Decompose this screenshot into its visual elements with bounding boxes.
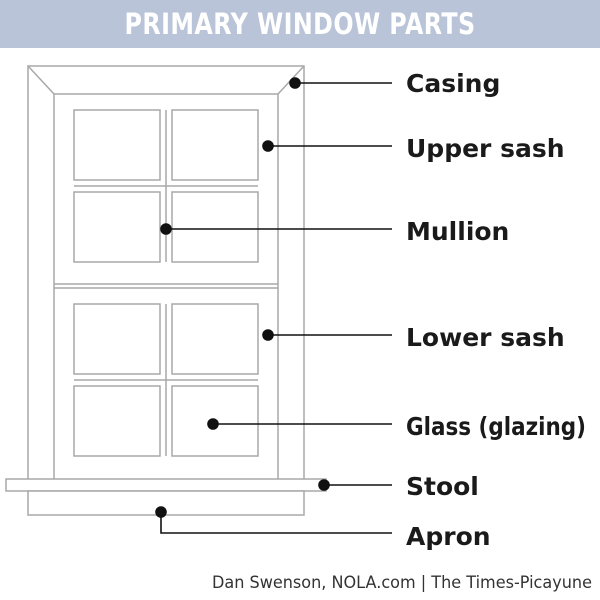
upper-sash-panes bbox=[73, 109, 259, 263]
credit-line: Dan Swenson, NOLA.com | The Times-Picayu… bbox=[212, 573, 592, 593]
casing-miter-left bbox=[27, 65, 55, 95]
label-apron: Apron bbox=[406, 522, 491, 551]
pane bbox=[73, 191, 161, 263]
stool-shape bbox=[5, 478, 327, 492]
upper-sash-dot bbox=[262, 140, 274, 152]
mullion-dot bbox=[160, 223, 172, 235]
label-lower-sash: Lower sash bbox=[406, 323, 565, 352]
casing-dot bbox=[289, 77, 301, 89]
label-casing: Casing bbox=[406, 69, 500, 98]
stool-dot bbox=[318, 479, 330, 491]
label-glass: Glass (glazing) bbox=[406, 412, 586, 441]
pane bbox=[73, 385, 161, 457]
leader-lines bbox=[155, 77, 392, 534]
apron-leader bbox=[160, 512, 392, 534]
pane bbox=[73, 303, 161, 375]
window-drawing bbox=[5, 65, 327, 516]
label-stool: Stool bbox=[406, 472, 479, 501]
apron-dot bbox=[155, 506, 167, 518]
diagram-title: PRIMARY WINDOW PARTS bbox=[124, 7, 476, 41]
pane bbox=[171, 109, 259, 181]
glass-dot bbox=[207, 418, 219, 430]
pane bbox=[171, 191, 259, 263]
pane bbox=[73, 109, 161, 181]
lower-sash-dot bbox=[262, 329, 274, 341]
label-mullion: Mullion bbox=[406, 217, 509, 246]
pane bbox=[171, 385, 259, 457]
label-upper-sash: Upper sash bbox=[406, 134, 565, 163]
pane bbox=[171, 303, 259, 375]
lower-sash-panes bbox=[73, 303, 259, 457]
title-bar: PRIMARY WINDOW PARTS bbox=[0, 0, 600, 48]
